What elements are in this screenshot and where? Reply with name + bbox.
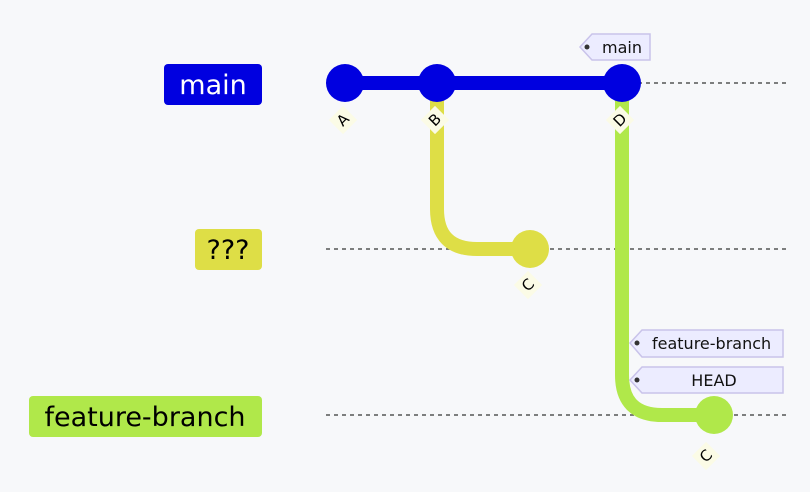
feature-branch-path [615, 83, 714, 422]
tag-feature-hole [634, 340, 640, 346]
tag-feature-text: feature-branch [652, 334, 771, 353]
tag-main: main [578, 33, 651, 61]
unknown-branch-path [430, 83, 530, 256]
tag-main-text: main [602, 38, 642, 57]
tag-head-hole [634, 377, 640, 383]
branch-label-main-text: main [179, 70, 246, 101]
commit-label-D: D [605, 105, 635, 135]
commit-label-C-unknown: C [513, 270, 543, 300]
branch-label-feature-text: feature-branch [44, 402, 245, 433]
tag-head-text: HEAD [691, 371, 736, 390]
commit-label-B: B [420, 105, 450, 135]
branch-label-unknown: ??? [195, 229, 262, 270]
branch-label-feature: feature-branch [29, 396, 262, 437]
commit-C-unknown[interactable] [511, 230, 549, 268]
tag-feature-branch: feature-branch [628, 329, 784, 358]
commit-label-A: A [328, 105, 358, 135]
commit-D[interactable] [603, 64, 641, 102]
commit-A[interactable] [326, 64, 364, 102]
tag-main-hole [584, 44, 590, 50]
branch-label-main: main [164, 64, 262, 105]
branch-label-unknown-text: ??? [207, 235, 250, 266]
commit-label-C-feature: C [691, 441, 721, 471]
tag-head: HEAD [628, 366, 784, 394]
commit-B[interactable] [418, 64, 456, 102]
commit-C-feature[interactable] [695, 396, 733, 434]
